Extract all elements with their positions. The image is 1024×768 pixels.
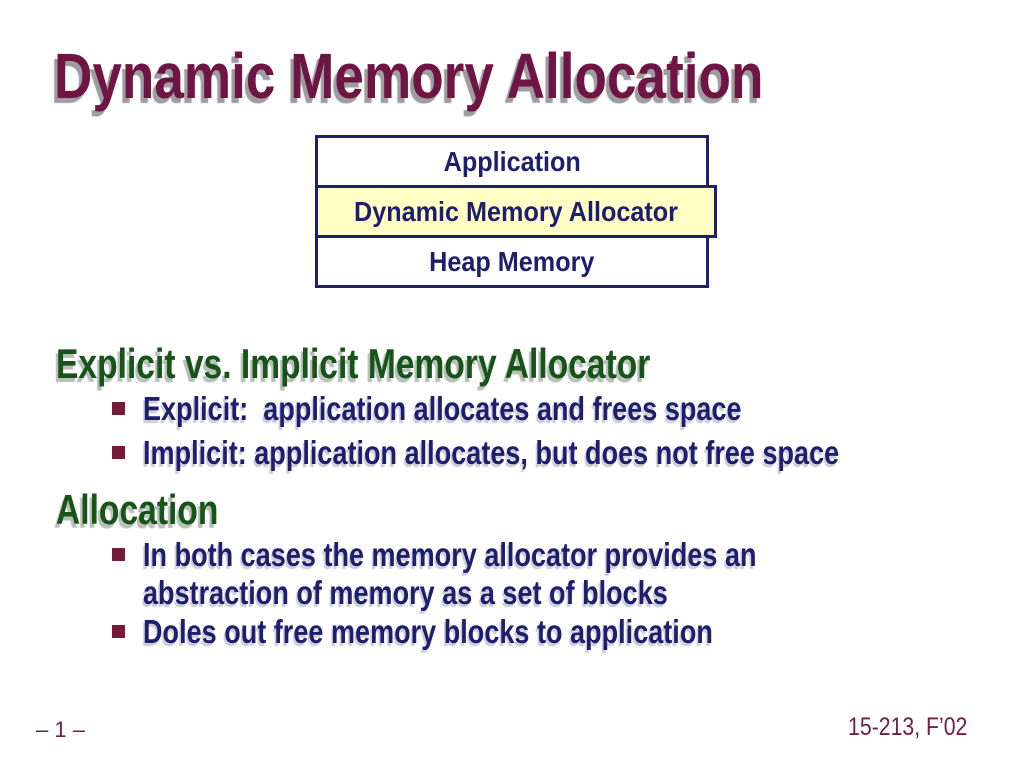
footer-course-text: 15-213, F’02 [847,713,967,741]
bullet-square-icon [112,446,125,459]
bullet-abstraction-text: In both cases the memory allocator provi… [143,536,757,611]
diagram-row-application-label: Application [443,145,581,177]
footer-page-number: – 1 – [36,717,85,742]
bullet-square-icon [112,548,125,561]
diagram-row-heap-label: Heap Memory [429,245,595,277]
slide-title: Dynamic Memory Allocation [54,44,909,108]
diagram-row-heap: Heap Memory [315,235,709,288]
diagram-row-allocator: Dynamic Memory Allocator [315,185,717,238]
bullet-square-icon [112,625,125,638]
section-heading-allocation: Allocation [56,486,259,534]
section-heading-explicit-vs-implicit-text: Explicit vs. Implicit Memory Allocator [56,340,651,387]
bullet-abstraction: In both cases the memory allocator provi… [112,536,891,612]
bullet-doles-out: Doles out free memory blocks to applicat… [112,613,838,651]
diagram-row-allocator-label: Dynamic Memory Allocator [354,195,678,227]
bullet-square-icon [112,402,125,415]
footer-course-label: 15-213, F’02 [827,712,967,742]
diagram-row-application: Application [315,135,709,188]
bullet-explicit: Explicit: application allocates and free… [112,390,873,428]
bullet-implicit: Implicit: application allocates, but doe… [112,434,992,472]
bullet-doles-out-text: Doles out free memory blocks to applicat… [143,613,713,650]
bullet-implicit-text: Implicit: application allocates, but doe… [143,434,840,471]
bullet-explicit-text: Explicit: application allocates and free… [143,390,742,427]
section-heading-explicit-vs-implicit: Explicit vs. Implicit Memory Allocator [56,340,799,388]
section-heading-allocation-text: Allocation [56,486,219,533]
slide-title-text: Dynamic Memory Allocation [54,40,764,112]
memory-stack-diagram: Application Dynamic Memory Allocator Hea… [315,135,717,288]
